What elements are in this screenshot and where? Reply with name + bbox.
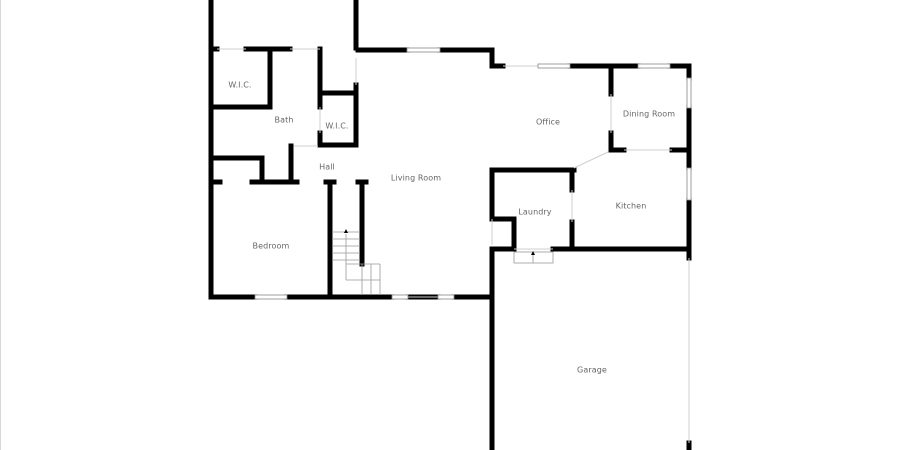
room-label-bedroom: Bedroom — [252, 241, 290, 251]
frame-edge — [0, 0, 1, 450]
room-label-hall: Hall — [319, 162, 335, 172]
room-label-bath: Bath — [274, 115, 294, 125]
walls — [208, 0, 692, 450]
stairs — [332, 229, 554, 295]
room-label-kitchen: Kitchen — [615, 201, 647, 211]
windows — [254, 47, 692, 300]
openings — [217, 48, 690, 443]
room-label-wic-1: W.I.C. — [228, 80, 252, 90]
room-label-wic-2: W.I.C. — [325, 121, 349, 131]
room-label-laundry: Laundry — [518, 207, 552, 217]
room-label-office: Office — [535, 117, 561, 127]
room-label-dining-room: Dining Room — [622, 109, 676, 119]
room-label-living-room: Living Room — [390, 173, 442, 183]
room-label-garage: Garage — [577, 365, 607, 375]
